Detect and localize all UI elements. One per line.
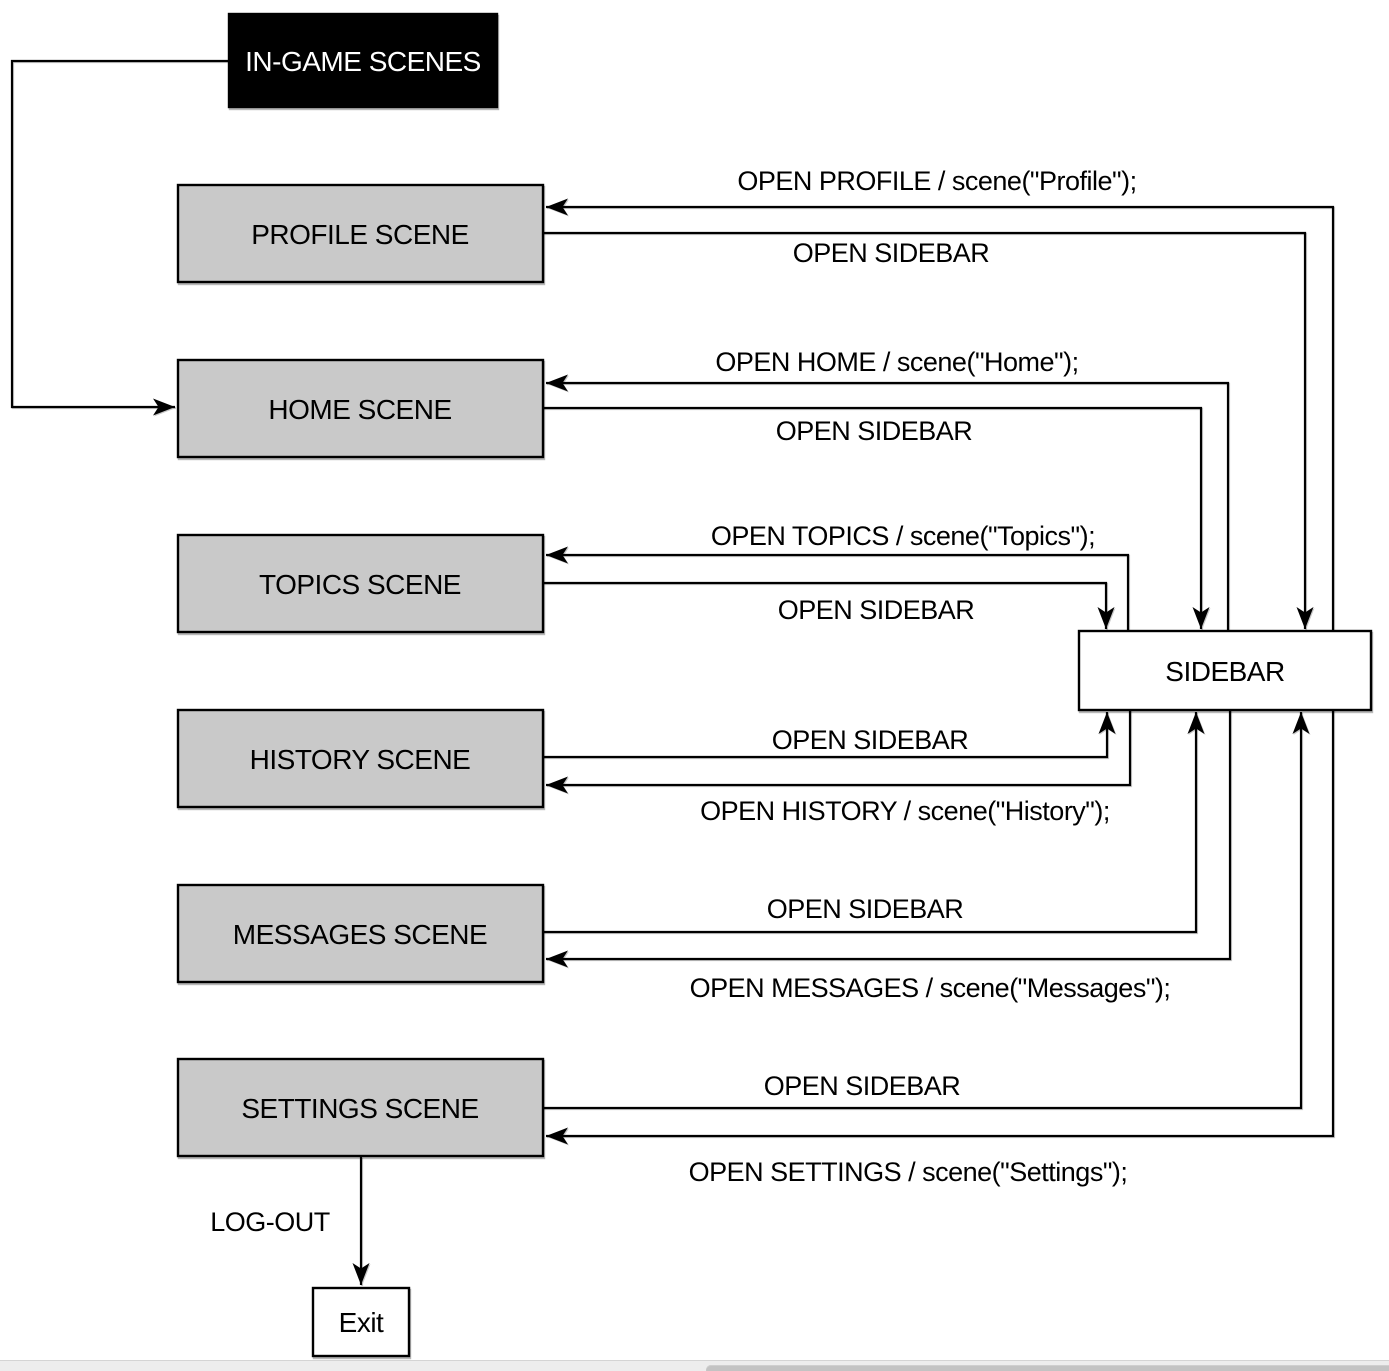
node-messages-scene: MESSAGES SCENE	[176, 883, 545, 984]
edge-sidebar-to-settings	[546, 710, 1335, 1145]
edge-label-messages-open-sidebar: OPEN SIDEBAR	[767, 894, 964, 924]
node-sidebar-box	[1077, 629, 1373, 712]
node-exit-label: Exit	[339, 1307, 384, 1338]
edge-messages-to-sidebar	[543, 712, 1205, 934]
edge-label-settings-open-sidebar: OPEN SIDEBAR	[764, 1071, 961, 1101]
edge-label-open-messages: OPEN MESSAGES / scene("Messages");	[690, 973, 1171, 1003]
edge-settings-to-sidebar	[543, 712, 1310, 1110]
edge-label-open-settings: OPEN SETTINGS / scene("Settings");	[689, 1157, 1128, 1187]
edge-sidebar-to-topics	[546, 546, 1130, 631]
node-settings-scene: SETTINGS SCENE	[176, 1057, 545, 1158]
node-settings-scene-label: SETTINGS SCENE	[241, 1093, 478, 1124]
node-topics-scene-label: TOPICS SCENE	[259, 569, 461, 600]
node-sidebar: SIDEBAR	[1077, 629, 1373, 712]
horizontal-scrollbar-thumb[interactable]	[706, 1365, 1389, 1371]
edge-topics-to-sidebar	[543, 581, 1115, 629]
edge-label-open-profile: OPEN PROFILE / scene("Profile");	[737, 166, 1136, 196]
node-exit: Exit	[311, 1286, 411, 1358]
node-messages-scene-box	[176, 883, 545, 984]
node-profile-scene-label: PROFILE SCENE	[251, 219, 469, 250]
node-messages-scene-label: MESSAGES SCENE	[233, 919, 487, 950]
edge-sidebar-to-messages	[546, 710, 1232, 968]
node-profile-scene-box	[176, 183, 545, 284]
node-ingame-scenes-box	[227, 12, 499, 109]
node-home-scene: HOME SCENE	[176, 358, 545, 459]
node-topics-scene-box	[176, 533, 545, 634]
node-settings-scene-box	[176, 1057, 545, 1158]
edge-label-open-history: OPEN HISTORY / scene("History");	[700, 796, 1110, 826]
node-history-scene-label: HISTORY SCENE	[250, 744, 471, 775]
horizontal-scrollbar-track[interactable]	[0, 1360, 1389, 1371]
node-home-scene-box	[176, 358, 545, 459]
edge-ingame-to-home	[10, 59, 229, 416]
node-ingame-scenes: IN-GAME SCENES	[227, 12, 499, 109]
edge-sidebar-to-history	[546, 710, 1132, 794]
edge-label-logout: LOG-OUT	[210, 1207, 330, 1237]
node-topics-scene: TOPICS SCENE	[176, 533, 545, 634]
node-exit-box	[311, 1286, 411, 1358]
edge-home-to-sidebar	[543, 406, 1210, 629]
edge-label-home-open-sidebar: OPEN SIDEBAR	[776, 416, 973, 446]
edge-sidebar-to-home	[546, 374, 1230, 631]
edge-sidebar-to-profile	[546, 198, 1335, 631]
node-history-scene: HISTORY SCENE	[176, 708, 545, 809]
node-ingame-scenes-label: IN-GAME SCENES	[245, 46, 481, 77]
edge-history-to-sidebar	[543, 712, 1116, 759]
node-history-scene-box	[176, 708, 545, 809]
edge-label-profile-open-sidebar: OPEN SIDEBAR	[793, 238, 990, 268]
edge-labels: OPEN PROFILE / scene("Profile"); OPEN SI…	[210, 166, 1171, 1237]
edge-label-history-open-sidebar: OPEN SIDEBAR	[772, 725, 969, 755]
edge-label-topics-open-sidebar: OPEN SIDEBAR	[778, 595, 975, 625]
node-sidebar-label: SIDEBAR	[1165, 656, 1284, 687]
edge-profile-to-sidebar	[543, 231, 1314, 629]
node-profile-scene: PROFILE SCENE	[176, 183, 545, 284]
node-home-scene-label: HOME SCENE	[268, 394, 451, 425]
edge-label-open-home: OPEN HOME / scene("Home");	[715, 347, 1078, 377]
edge-label-open-topics: OPEN TOPICS / scene("Topics");	[711, 521, 1095, 551]
